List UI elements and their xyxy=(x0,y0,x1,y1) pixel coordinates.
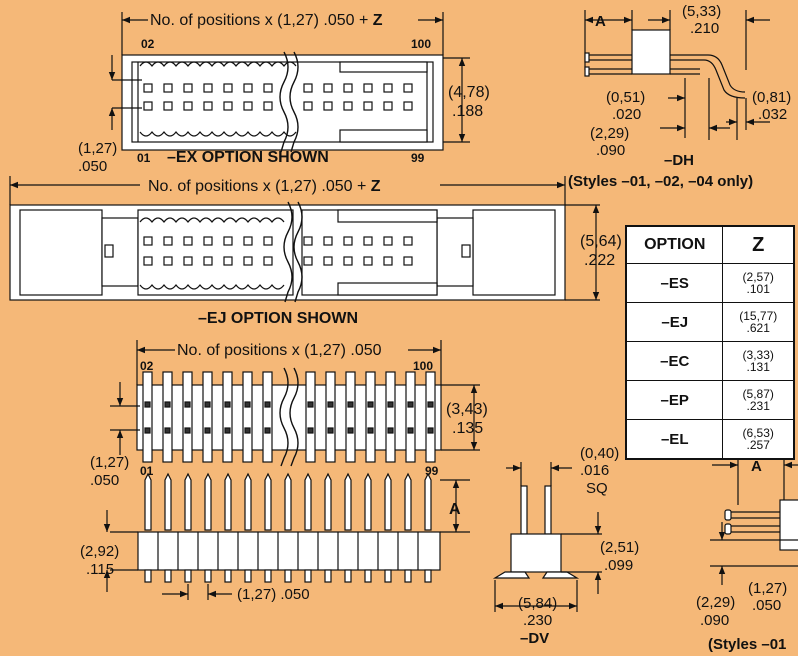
z-header: Z xyxy=(722,225,795,264)
ex-caption: –EX OPTION SHOWN xyxy=(167,149,329,166)
option-name: –EL xyxy=(625,419,724,460)
br-127-in: .050 xyxy=(752,597,781,614)
br-127-mm: (1,27) xyxy=(748,580,787,597)
option-name: –ES xyxy=(625,263,724,303)
bottom-pos-99-label: 99 xyxy=(425,464,439,478)
dv-040-mm: (0,40) xyxy=(580,445,619,462)
table-row: –EJ (15,77).621 xyxy=(625,302,795,342)
dv-584-in: .230 xyxy=(523,612,552,629)
dv-side-view xyxy=(492,462,602,612)
br-229-in: .090 xyxy=(700,612,729,629)
table-row: –EL (6,53).257 xyxy=(625,419,795,460)
ej-option-view xyxy=(9,176,600,303)
dv-251-in: .099 xyxy=(604,557,633,574)
dv-sq-label: SQ xyxy=(586,480,608,497)
option-z-value: (3,33).131 xyxy=(722,341,795,381)
dh-side-view xyxy=(584,10,770,140)
dh-229-in: .090 xyxy=(596,142,625,159)
bottom-right-partial-view xyxy=(710,455,798,585)
bottom-pitch-in: .050 xyxy=(90,472,119,489)
ej-height-mm: (5,64) xyxy=(580,233,622,250)
bottom-top-view xyxy=(110,340,480,467)
bottom-side-view xyxy=(103,472,470,600)
bottom-height-in: .135 xyxy=(452,420,483,437)
ex-length-formula: No. of positions x (1,27) .050 + Z xyxy=(150,12,383,29)
ej-height-in: .222 xyxy=(584,252,615,269)
bottom-pitch-mm: (1,27) xyxy=(90,454,129,471)
ex-pitch-mm: (1,27) xyxy=(78,140,117,157)
option-name: –EC xyxy=(625,341,724,381)
option-z-table: OPTION Z –ES (2,57).101 –EJ (15,77).621 … xyxy=(625,225,795,460)
option-z-value: (2,57).101 xyxy=(722,263,795,303)
dh-081-in: .032 xyxy=(758,106,787,123)
table-row: –ES (2,57).101 xyxy=(625,263,795,303)
ej-length-formula: No. of positions x (1,27) .050 + Z xyxy=(148,178,381,195)
bottom-pos-01-label: 01 xyxy=(140,464,154,478)
br-a-label: A xyxy=(751,458,762,475)
dh-081-mm: (0,81) xyxy=(752,89,791,106)
ex-pos-99-label: 99 xyxy=(411,151,425,165)
bottom-height-mm: (3,43) xyxy=(446,401,488,418)
table-row: –EP (5,87).231 xyxy=(625,380,795,420)
table-row: –EC (3,33).131 xyxy=(625,341,795,381)
option-name: –EP xyxy=(625,380,724,420)
dv-251-mm: (2,51) xyxy=(600,539,639,556)
bottom-a-label: A xyxy=(449,501,461,518)
option-table-header: OPTION Z xyxy=(625,225,795,264)
dh-051-mm: (0,51) xyxy=(606,89,645,106)
option-header: OPTION xyxy=(625,225,724,264)
br-styles-note: (Styles –01 xyxy=(708,636,786,653)
option-z-value: (15,77).621 xyxy=(722,302,795,342)
ex-pos-100-label: 100 xyxy=(411,37,431,51)
dv-caption: –DV xyxy=(520,630,549,647)
ej-caption: –EJ OPTION SHOWN xyxy=(198,310,358,327)
option-z-value: (6,53).257 xyxy=(722,419,795,460)
dh-533-mm: (5,33) xyxy=(682,3,721,20)
ex-pitch-in: .050 xyxy=(78,158,107,175)
dh-caption: –DH xyxy=(664,152,694,169)
dh-533-in: .210 xyxy=(690,20,719,37)
dv-040-in: .016 xyxy=(580,462,609,479)
ex-pos-01-label: 01 xyxy=(137,151,151,165)
dh-styles-note: (Styles –01, –02, –04 only) xyxy=(568,173,753,190)
option-z-value: (5,87).231 xyxy=(722,380,795,420)
annotation-text: No. of positions x (1,27) .050 + Z 02 10… xyxy=(78,3,791,653)
option-name: –EJ xyxy=(625,302,724,342)
bottom-length-formula: No. of positions x (1,27) .050 xyxy=(177,342,382,359)
bottom-292-mm: (2,92) xyxy=(80,543,119,560)
dv-584-mm: (5,84) xyxy=(518,595,557,612)
ex-height-mm: (4,78) xyxy=(448,84,490,101)
bottom-pos-02-label: 02 xyxy=(140,359,154,373)
ex-height-in: .188 xyxy=(452,103,483,120)
bottom-pos-100-label: 100 xyxy=(413,359,433,373)
bottom-292-in: .115 xyxy=(86,561,114,578)
bottom-pitch-label: (1,27) .050 xyxy=(237,586,310,603)
dh-229-mm: (2,29) xyxy=(590,125,629,142)
ex-option-view xyxy=(108,12,470,153)
dh-a-label: A xyxy=(595,13,606,30)
br-229-mm: (2,29) xyxy=(696,594,735,611)
ex-pos-02-label: 02 xyxy=(141,37,155,51)
dh-051-in: .020 xyxy=(612,106,641,123)
